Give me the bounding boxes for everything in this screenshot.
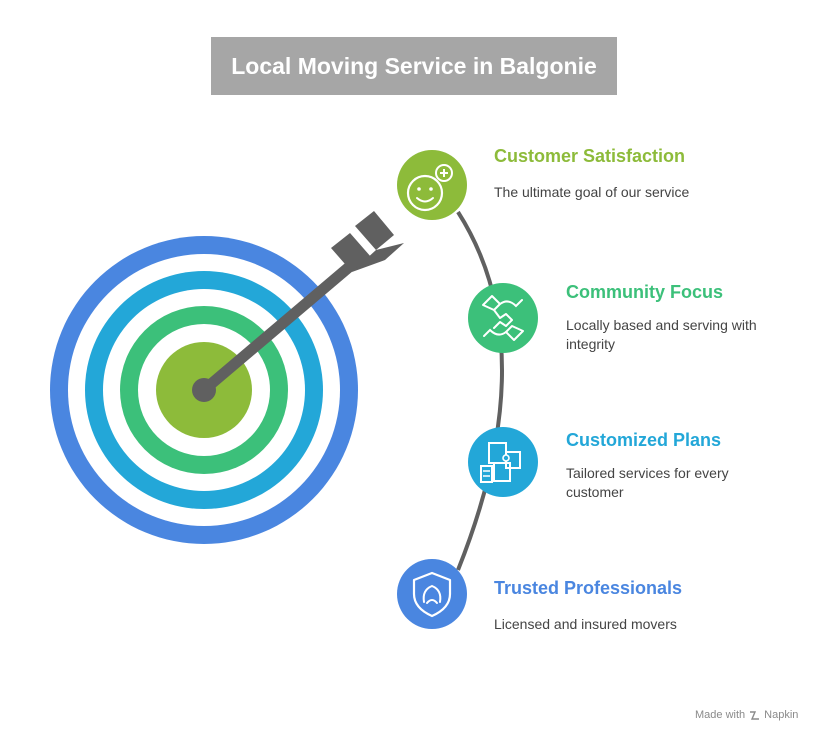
item-title-customized-plans: Customized Plans [566,430,722,450]
footer-made-with: Made with [695,709,746,721]
item-desc-customized-plans: Tailored services for every customer [566,465,729,500]
napkin-logo-icon [750,710,760,720]
smiley-plus-icon [397,150,467,220]
item-desc-customer-satisfaction: The ultimate goal of our service [494,184,690,200]
item-title-customer-satisfaction: Customer Satisfaction [494,146,686,166]
item-title-community-focus: Community Focus [566,282,724,302]
shield-person-icon [397,559,467,629]
connector-curve [456,210,504,571]
footer-brand: Napkin [764,709,799,721]
handshake-icon [468,283,538,353]
arrow-icon [192,211,404,402]
item-title-trusted-professionals: Trusted Professionals [494,578,683,598]
page-title: Local Moving Service in Balgonie [211,37,617,95]
puzzle-plan-icon [468,427,538,497]
item-desc-community-focus: Locally based and serving with integrity [566,317,757,352]
footer-watermark: Made with Napkin [695,709,798,721]
item-desc-trusted-professionals: Licensed and insured movers [494,616,677,632]
